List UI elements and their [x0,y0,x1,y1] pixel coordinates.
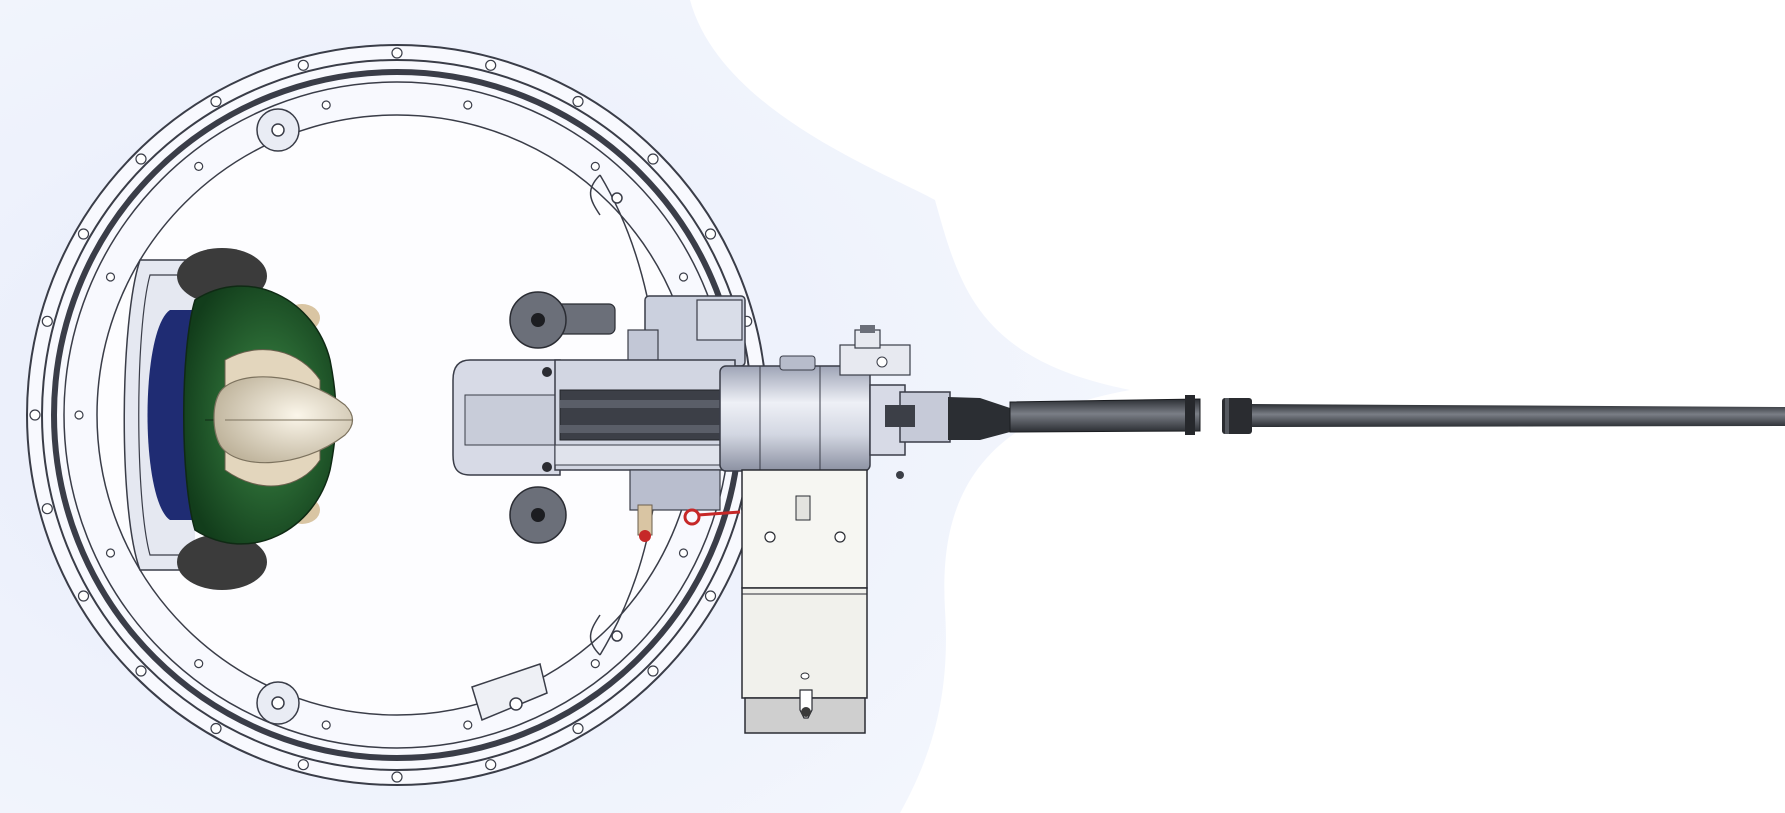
barrel-housing [719,365,871,472]
ring-bolt [678,272,689,282]
gun-barrel [948,395,1785,440]
grip-bottom [509,486,567,544]
ring-bolt [135,665,147,677]
ring-bolt [678,548,689,558]
ring-bolt [572,722,584,735]
ring-bolt [297,759,309,771]
gunner-figure [123,248,354,590]
spade-grips [509,291,616,544]
ring-hub-top [256,108,300,152]
ring-bolt [391,771,403,783]
ring-bolt [105,548,116,558]
ring-bolt [572,95,584,108]
ring-bolt [41,503,53,515]
ring-bolt [647,153,659,165]
ring-bolt [463,100,473,110]
ring-bolt [77,228,90,240]
barrel-tube [1252,404,1785,427]
ring-bolt [321,720,331,730]
ring-bolt [704,590,717,602]
ring-bolt [29,409,41,421]
gunner-boot-bottom [177,534,267,590]
grip-top [509,291,616,349]
ring-bolt [321,100,331,110]
ring-bolt [590,161,600,171]
ring-bolt [704,228,717,240]
ammunition-box [741,469,868,734]
barrel-jacket [1009,398,1201,433]
ring-hub-bottom [256,681,300,725]
ring-bolt [135,153,147,165]
ring-bolt [194,161,204,171]
front-sight [839,325,911,376]
ring-bolt [210,722,222,735]
ring-bolt [391,47,403,59]
ring-bolt [77,590,90,602]
machine-gun-receiver [452,295,951,542]
ring-bolt [485,59,497,71]
ring-bolt [194,658,204,669]
ring-bolt [210,95,222,108]
ring-bolt [485,759,497,771]
ring-bolt [74,410,84,420]
barrel-collar [1222,398,1252,434]
ring-bracket [471,663,548,722]
ring-bolt [105,272,116,282]
ring-bolt [41,315,53,327]
ring-bolt [590,658,600,669]
ring-bolt [297,59,309,71]
ring-bolt [647,665,659,677]
ring-bolt [463,720,473,730]
